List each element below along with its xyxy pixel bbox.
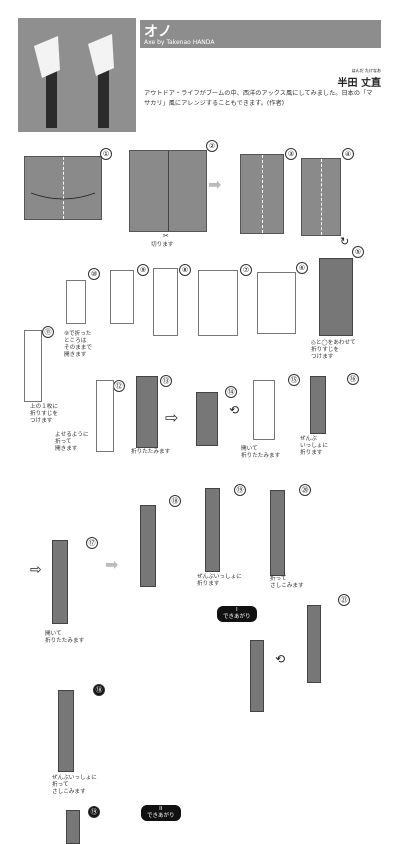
diagram-step-21 xyxy=(307,605,321,683)
diagram-step-1 xyxy=(24,156,102,220)
caption-step-13: 折りたたみます xyxy=(131,449,171,455)
description: アウトドア・ライフがブームの中、西洋のアックス風にしてみました。日本の「マサカリ… xyxy=(144,90,373,107)
diagram-step-17 xyxy=(52,540,68,624)
turn-over-icon: ⟲ xyxy=(275,652,286,666)
caption-step-16: ぜんぶ いっしょに 折ります xyxy=(300,436,328,456)
diagram-step-11 xyxy=(24,330,42,402)
next-arrow-icon: ➡ xyxy=(105,555,119,574)
diagram-step-18-alt xyxy=(58,690,74,772)
diagram-step-20 xyxy=(270,490,285,576)
author-block: はんだ たけなお 半田 丈直 xyxy=(338,68,381,89)
turn-over-icon: ⟲ xyxy=(229,403,240,417)
step-number: ㉑ xyxy=(338,594,350,606)
diagram-step-3 xyxy=(240,154,284,234)
cut-line xyxy=(168,151,169,231)
diagram-step-13 xyxy=(136,376,158,448)
step-number: ⑳ xyxy=(299,484,311,496)
diagram-step-19 xyxy=(205,488,220,572)
step-number: ⑯ xyxy=(347,373,359,385)
scissors-icon: ✂ xyxy=(163,232,169,240)
step-number: ⑥ xyxy=(296,262,308,274)
diagram-step-9 xyxy=(110,270,134,324)
diagram-step-19-alt xyxy=(66,810,80,844)
diagram-step-15 xyxy=(253,380,275,440)
fold-line xyxy=(262,155,263,233)
step-number: ⑲ xyxy=(88,806,100,818)
caption-step-11: 上の１枚に 折りすじを つけます xyxy=(30,404,58,424)
turn-over-icon: ↻ xyxy=(340,235,350,248)
finished-axe-1 xyxy=(250,640,264,712)
diagram-step-6 xyxy=(257,272,296,334)
diagram-step-5 xyxy=(319,258,353,336)
step-number: ⑦ xyxy=(240,264,252,276)
step-number: ⑮ xyxy=(288,374,300,386)
caption-step-15: 開いて 折りたたみます xyxy=(241,446,281,459)
step-number: ① xyxy=(100,148,112,160)
fold-line xyxy=(321,159,322,235)
fold-line xyxy=(63,157,64,219)
next-arrow-icon: ⇨ xyxy=(30,562,42,578)
caption-step-19: ぜんぶいっしょに 折ります xyxy=(197,574,242,587)
title-bar xyxy=(140,20,381,48)
done-roman: II xyxy=(159,806,163,812)
author-ruby: はんだ たけなお xyxy=(351,68,381,73)
diagram-step-10 xyxy=(66,280,86,324)
next-arrow-icon: ➡ xyxy=(208,175,222,194)
caption-step-18-alt: ぜんぶいっしょに 折って さしこみます xyxy=(52,775,97,795)
step-number: ③ xyxy=(285,148,297,160)
step-number: ② xyxy=(206,140,218,152)
step-number: ⑲ xyxy=(234,484,246,496)
done-badge-1: I できあがり xyxy=(217,606,257,622)
fold-arrow xyxy=(30,192,96,200)
page-subtitle: Axe by Takenao HANDA xyxy=(144,39,215,46)
step-number: ⑤ xyxy=(352,246,364,258)
caption-step-20: 折って さしこみます xyxy=(270,576,304,589)
step-number: ⑩ xyxy=(88,268,100,280)
diagram-step-12 xyxy=(96,380,114,452)
step-number: ⑫ xyxy=(113,380,125,392)
diagram-step-14 xyxy=(196,392,218,446)
done-roman: I xyxy=(235,607,238,613)
caption-step-17: 開いて 折りたたみます xyxy=(45,631,85,644)
diagram-step-7 xyxy=(198,270,238,336)
step-number: ⑪ xyxy=(42,326,54,338)
axe-photo-illustration xyxy=(34,34,114,128)
caption-step-9: ⑨で折った ところは そのままで 開きます xyxy=(64,331,92,358)
step-number: ⑧ xyxy=(179,264,191,276)
done-badge-2: II できあがり xyxy=(141,805,181,821)
diagram-step-8 xyxy=(153,268,178,336)
next-arrow-icon: ⇨ xyxy=(165,408,179,427)
caption-step-5: ◎と◯をあわせて 折りすじを つけます xyxy=(311,340,356,360)
diagram-step-2 xyxy=(129,150,207,232)
step-number: ⑬ xyxy=(160,375,172,387)
done-label: できあがり xyxy=(223,614,251,620)
author-name: 半田 丈直 xyxy=(337,78,381,89)
diagram-step-18 xyxy=(140,505,156,587)
diagram-step-16 xyxy=(310,376,326,434)
step-number: ⑭ xyxy=(225,386,237,398)
finished-model-photo xyxy=(18,18,136,132)
step-number: ⑨ xyxy=(137,264,149,276)
done-label: できあがり xyxy=(147,813,175,819)
step-number: ⑱ xyxy=(93,684,105,696)
step-number: ⑰ xyxy=(86,537,98,549)
page-title: オノ xyxy=(144,24,172,40)
step-number: ⑱ xyxy=(169,495,181,507)
caption-cut: 切ります xyxy=(151,242,174,248)
step-number: ④ xyxy=(342,148,354,160)
caption-step-12: よせるように 折って 開きます xyxy=(55,432,89,452)
diagram-step-4 xyxy=(301,158,341,236)
